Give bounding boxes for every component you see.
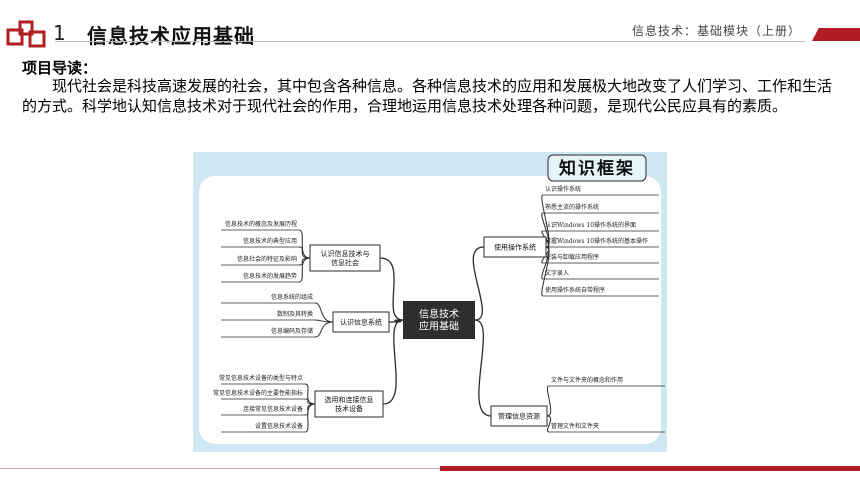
mindmap-branch-label: 使用操作系统 (494, 242, 536, 251)
mindmap-banner: 知识框架 (558, 158, 635, 179)
mindmap-branch-label: 管理信息资源 (498, 411, 540, 420)
mindmap-leaf: 管理文件和文件夹 (551, 422, 599, 430)
mindmap-leaf: 连接常见信息技术设备 (243, 405, 303, 413)
mindmap-branch-box (314, 390, 384, 418)
mindmap-leaf: 文件与文件夹的概念和作用 (551, 376, 623, 384)
chapter-number: 1 (53, 21, 66, 45)
mindmap-leaf: 文字录入 (545, 269, 569, 277)
mindmap-leaf: 常见信息技术设备的主要性能指标 (213, 389, 303, 397)
mindmap-leaf: 数制及其转换 (277, 310, 313, 318)
mindmap-leaf: 信息系统的组成 (271, 293, 313, 301)
header-accent-bar (812, 28, 860, 41)
mindmap-connector (382, 319, 404, 405)
mindmap-branch-label: 认识信息系统 (340, 317, 382, 326)
course-name: 信息技术：基础模块（上册） (632, 24, 802, 38)
mindmap-center-label: 信息技术应用基础 (419, 308, 459, 333)
mindmap-connector (298, 229, 311, 259)
footer-divider (0, 468, 860, 469)
mindmap-branch-label: 认识信息技术与信息社会 (321, 249, 370, 267)
mindmap-leaf: 使用操作系统自带程序 (545, 286, 605, 294)
mindmap-connector (314, 321, 334, 338)
chapter-logo-icon (6, 20, 46, 48)
mindmap-leaf: 信息社会的特征及影响 (237, 255, 297, 263)
mindmap-connector (541, 246, 550, 297)
mindmap-connector (541, 212, 550, 248)
mindmap-canvas: 知识框架信息技术的概念及发展历程信息技术的典型应用信息社会的特征及影响信息技术的… (193, 152, 667, 452)
mindmap-connector (546, 385, 552, 417)
mindmap-connector (472, 246, 485, 321)
mindmap-leaf: 熟悉主流的操作系统 (545, 203, 599, 211)
mindmap-branch-box (309, 244, 381, 272)
mindmap-leaf: 设置信息技术设备 (255, 422, 303, 430)
mindmap-leaf: 安装与卸载应用程序 (545, 253, 599, 261)
mindmap-branch-box (332, 311, 390, 333)
mindmap-leaf: 常见信息技术设备的类型与特点 (219, 374, 303, 382)
mindmap-leaf: 认识Windows 10操作系统的界面 (545, 221, 636, 229)
mindmap-leaf: 信息技术的发展趋势 (243, 272, 297, 280)
mindmap-connector (304, 403, 316, 433)
mindmap-connector (546, 415, 552, 433)
mindmap-leaf: 信息技术的典型应用 (243, 237, 297, 245)
mindmap-branch-box (483, 236, 547, 258)
mindmap-leaf: 信息技术的概念及发展历程 (225, 220, 297, 228)
mindmap-branch-box (490, 405, 548, 427)
knowledge-mindmap: 知识框架信息技术的概念及发展历程信息技术的典型应用信息社会的特征及影响信息技术的… (193, 152, 667, 452)
footer-accent-bar (440, 466, 860, 471)
mindmap-connector (379, 257, 404, 321)
header-divider (55, 41, 805, 42)
intro-heading: 项目导读： (22, 59, 98, 77)
chapter-title: 信息技术应用基础 (87, 24, 255, 48)
intro-paragraph: 现代社会是科技高速发展的社会，其中包含各种信息。各种信息技术的应用和发展极大地改… (22, 77, 833, 115)
mindmap-connector (298, 257, 311, 283)
mindmap-leaf: 认识操作系统 (545, 185, 581, 193)
mindmap-connector (474, 319, 492, 417)
banner-box (547, 154, 647, 182)
mindmap-center-box (403, 301, 475, 339)
mindmap-leaf: 信息编码及存储 (271, 327, 313, 335)
mindmap-leaf: 掌握Windows 10操作系统的基本操作 (545, 237, 648, 245)
mindmap-branch-label: 选用和连接信息技术设备 (325, 395, 374, 413)
